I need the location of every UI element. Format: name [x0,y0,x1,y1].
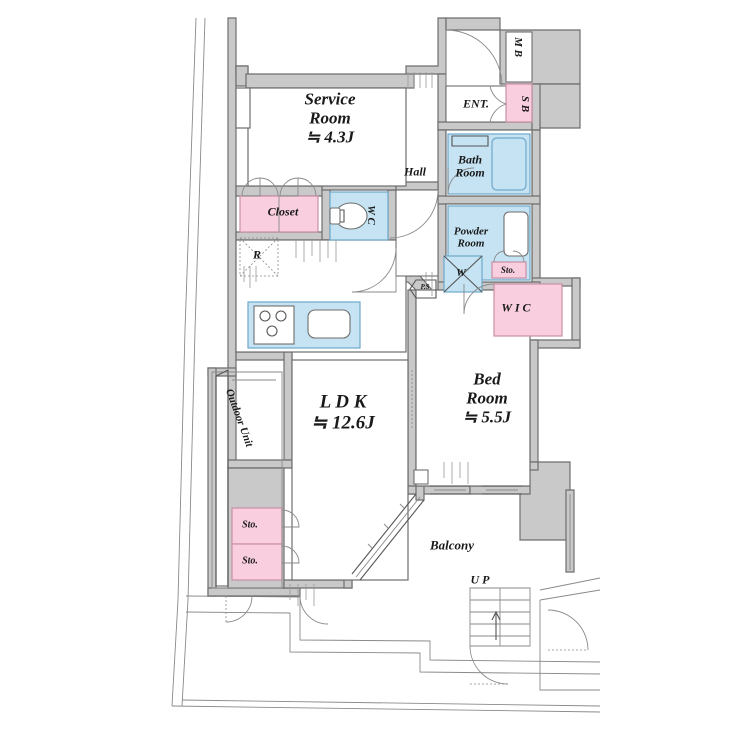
vanity-basin [503,211,529,257]
storage-right-label: Sto. [501,265,515,275]
meter-box-label-text: M B [512,37,525,57]
room-name-line2: Room [457,238,485,250]
shoe-box [505,83,533,123]
doors-and-openings [225,29,571,625]
storage-right-box [491,261,527,279]
up-stairs-label: U P [471,573,490,586]
room-name-line2: Room [466,388,508,408]
closet-label: Closet [268,205,299,218]
wc-label: W C [365,205,377,225]
balcony-label-text: Balcony [429,537,475,553]
closet-label-text: Closet [267,204,299,219]
room-name-line1: Bed [473,369,501,389]
entrance-label-text: ENT. [463,96,489,111]
meter-box [505,31,533,83]
walk-in-closet-label: W I C [501,301,530,314]
room-name-line1: Powder [453,225,489,238]
wc-label-text: W C [365,205,378,225]
washer-label-text: W [456,266,466,279]
storage-upper-label: Sto. [242,519,258,530]
walk-in-closet-label-text: W I C [501,300,531,315]
storage-lower-box [231,543,283,581]
room-name-line2: Room [455,166,485,180]
room-area: ≒ 12.6J [311,413,375,434]
pipe-shaft-label: P.S [420,283,430,292]
refrigerator-label: R [253,248,261,261]
storage-lower-label: Sto. [242,555,258,566]
shoe-box-label-text: S B [519,95,532,113]
balcony-label: Balcony [429,537,475,554]
room-name-line1: Service [304,89,356,109]
wic-box [493,283,563,337]
storage-right-label-text: Sto. [500,264,516,275]
room-label-ldk: L D K≒ 12.6J [311,392,374,435]
room-area: ≒ 5.5J [462,407,512,427]
shoe-box-label: S B [519,96,531,112]
bathtub-fixture [491,137,527,191]
kitchen-stove [253,305,295,345]
outdoor-unit-platform [211,369,283,589]
site-boundary [171,17,601,713]
up-stairs-label-text: U P [470,572,490,587]
refrigerator-space [239,237,279,277]
storage-areas [231,83,563,581]
hall-floor [395,189,439,277]
room-area: ≒ 4.3J [305,127,355,147]
kitchen-sink [307,309,351,339]
storage-lower-label-text: Sto. [242,555,258,567]
service-room-floor [247,87,407,187]
meter-box-label: M B [512,37,524,57]
hall-label: Hall [404,165,426,178]
pipe-shaft-label-text: P.S [420,283,430,292]
refrigerator-label-text: R [252,247,262,262]
washer-label: W [456,267,466,279]
hall-label-text: Hall [403,164,427,179]
entrance-label: ENT. [463,97,489,110]
room-name-line1: Bath [457,152,482,167]
storage-upper-label-text: Sto. [242,519,258,531]
room-name-line2: Room [309,108,351,128]
pipe-shaft [409,279,437,299]
staircase-up [469,577,601,691]
room-name-line1: L D K [319,391,367,413]
